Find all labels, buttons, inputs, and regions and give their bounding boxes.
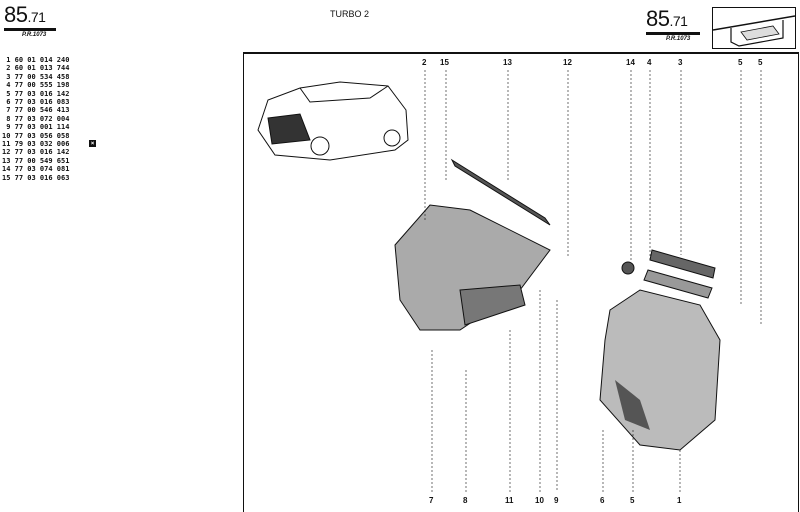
- parts-list-row: 2 60 01 013 744: [2, 64, 69, 72]
- parts-list-row: 4 77 00 555 198: [2, 81, 69, 89]
- parts-list-row: 8 77 03 072 004: [2, 115, 69, 123]
- part-entry: 11 79 03 032 006: [2, 140, 70, 149]
- callout: 2: [422, 58, 427, 67]
- callout: 6: [600, 496, 605, 505]
- part-entry: 12 77 03 016 142: [2, 148, 70, 157]
- callout: 3: [678, 58, 683, 67]
- page-major: 85: [646, 6, 670, 31]
- x-box-icon: ×: [89, 140, 96, 148]
- part-entry: 3 77 00 534 458: [2, 72, 70, 81]
- parts-list-row: 5 77 03 016 142: [2, 90, 69, 98]
- part-entry: 14 77 03 074 081: [2, 165, 70, 174]
- page-number-right: 85.71: [646, 6, 688, 32]
- part-entry: 2 60 01 013 744: [2, 64, 70, 73]
- page-major: 85: [4, 2, 28, 27]
- parts-list-row: 13 77 00 549 651: [2, 157, 69, 165]
- page-minor: .71: [669, 13, 688, 29]
- part-entry: 10 77 03 056 058: [2, 131, 70, 140]
- location-inset-image: [712, 7, 796, 49]
- parts-list-row: 1 60 01 014 240: [2, 56, 69, 64]
- parts-list-row: 14 77 03 074 081: [2, 165, 69, 173]
- parts-list-row: 10 77 03 056 058: [2, 132, 69, 140]
- part-entry: 4 77 00 555 198: [2, 81, 70, 90]
- parts-list-row: 3 77 00 534 458: [2, 73, 69, 81]
- callout: 12: [563, 58, 572, 67]
- part-entry: 6 77 03 016 083: [2, 98, 70, 107]
- pr-ref-right: P.R.1073: [666, 36, 691, 42]
- callout: 14: [626, 58, 635, 67]
- parts-list-row: 7 77 00 546 413: [2, 106, 69, 114]
- car-illustration: [257, 81, 409, 161]
- diagram-frame: [243, 52, 799, 512]
- parts-list-row: 6 77 03 016 083: [2, 98, 69, 106]
- parts-list-row: 15 77 03 016 063: [2, 174, 69, 182]
- part-14-grommet: [621, 261, 635, 275]
- callout: 1: [677, 496, 682, 505]
- part-entry: 9 77 03 001 114: [2, 123, 70, 132]
- pr-ref-left: P.R.1073: [22, 32, 47, 38]
- page-number-left: 85.71: [4, 2, 46, 28]
- callout: 13: [503, 58, 512, 67]
- part-entry: 1 60 01 014 240: [2, 56, 70, 64]
- callout: 11: [505, 496, 514, 505]
- callout: 5: [738, 58, 743, 67]
- callout: 9: [554, 496, 559, 505]
- part-entry: 5 77 03 016 142: [2, 89, 70, 98]
- part-entry: 13 77 00 549 651: [2, 156, 70, 165]
- part-entry: 15 77 03 016 063: [2, 173, 70, 182]
- part-entry: 8 77 03 072 004: [2, 114, 70, 123]
- callout: 5: [630, 496, 635, 505]
- page-minor: .71: [27, 9, 46, 25]
- parts-list-row: 12 77 03 016 142: [2, 148, 69, 156]
- part-1-housing: [599, 289, 721, 451]
- parts-list-row: 11 79 03 032 006 ×: [2, 140, 96, 149]
- callout: 4: [647, 58, 652, 67]
- divider: [4, 28, 56, 31]
- parts-list-row: 9 77 03 001 114: [2, 123, 69, 131]
- page-title: TURBO 2: [330, 9, 370, 19]
- part-4-bar: [643, 269, 713, 299]
- divider: [646, 32, 700, 35]
- part-13-rail: [450, 158, 551, 226]
- callout: 15: [440, 58, 449, 67]
- callout: 7: [429, 496, 434, 505]
- callout: 8: [463, 496, 468, 505]
- part-3-bar: [649, 249, 716, 279]
- callout: 5: [758, 58, 763, 67]
- callout: 10: [535, 496, 544, 505]
- part-entry: 7 77 00 546 413: [2, 106, 70, 115]
- parts-list: 1 60 01 014 240 2 60 01 013 744 3 77 00 …: [2, 56, 96, 182]
